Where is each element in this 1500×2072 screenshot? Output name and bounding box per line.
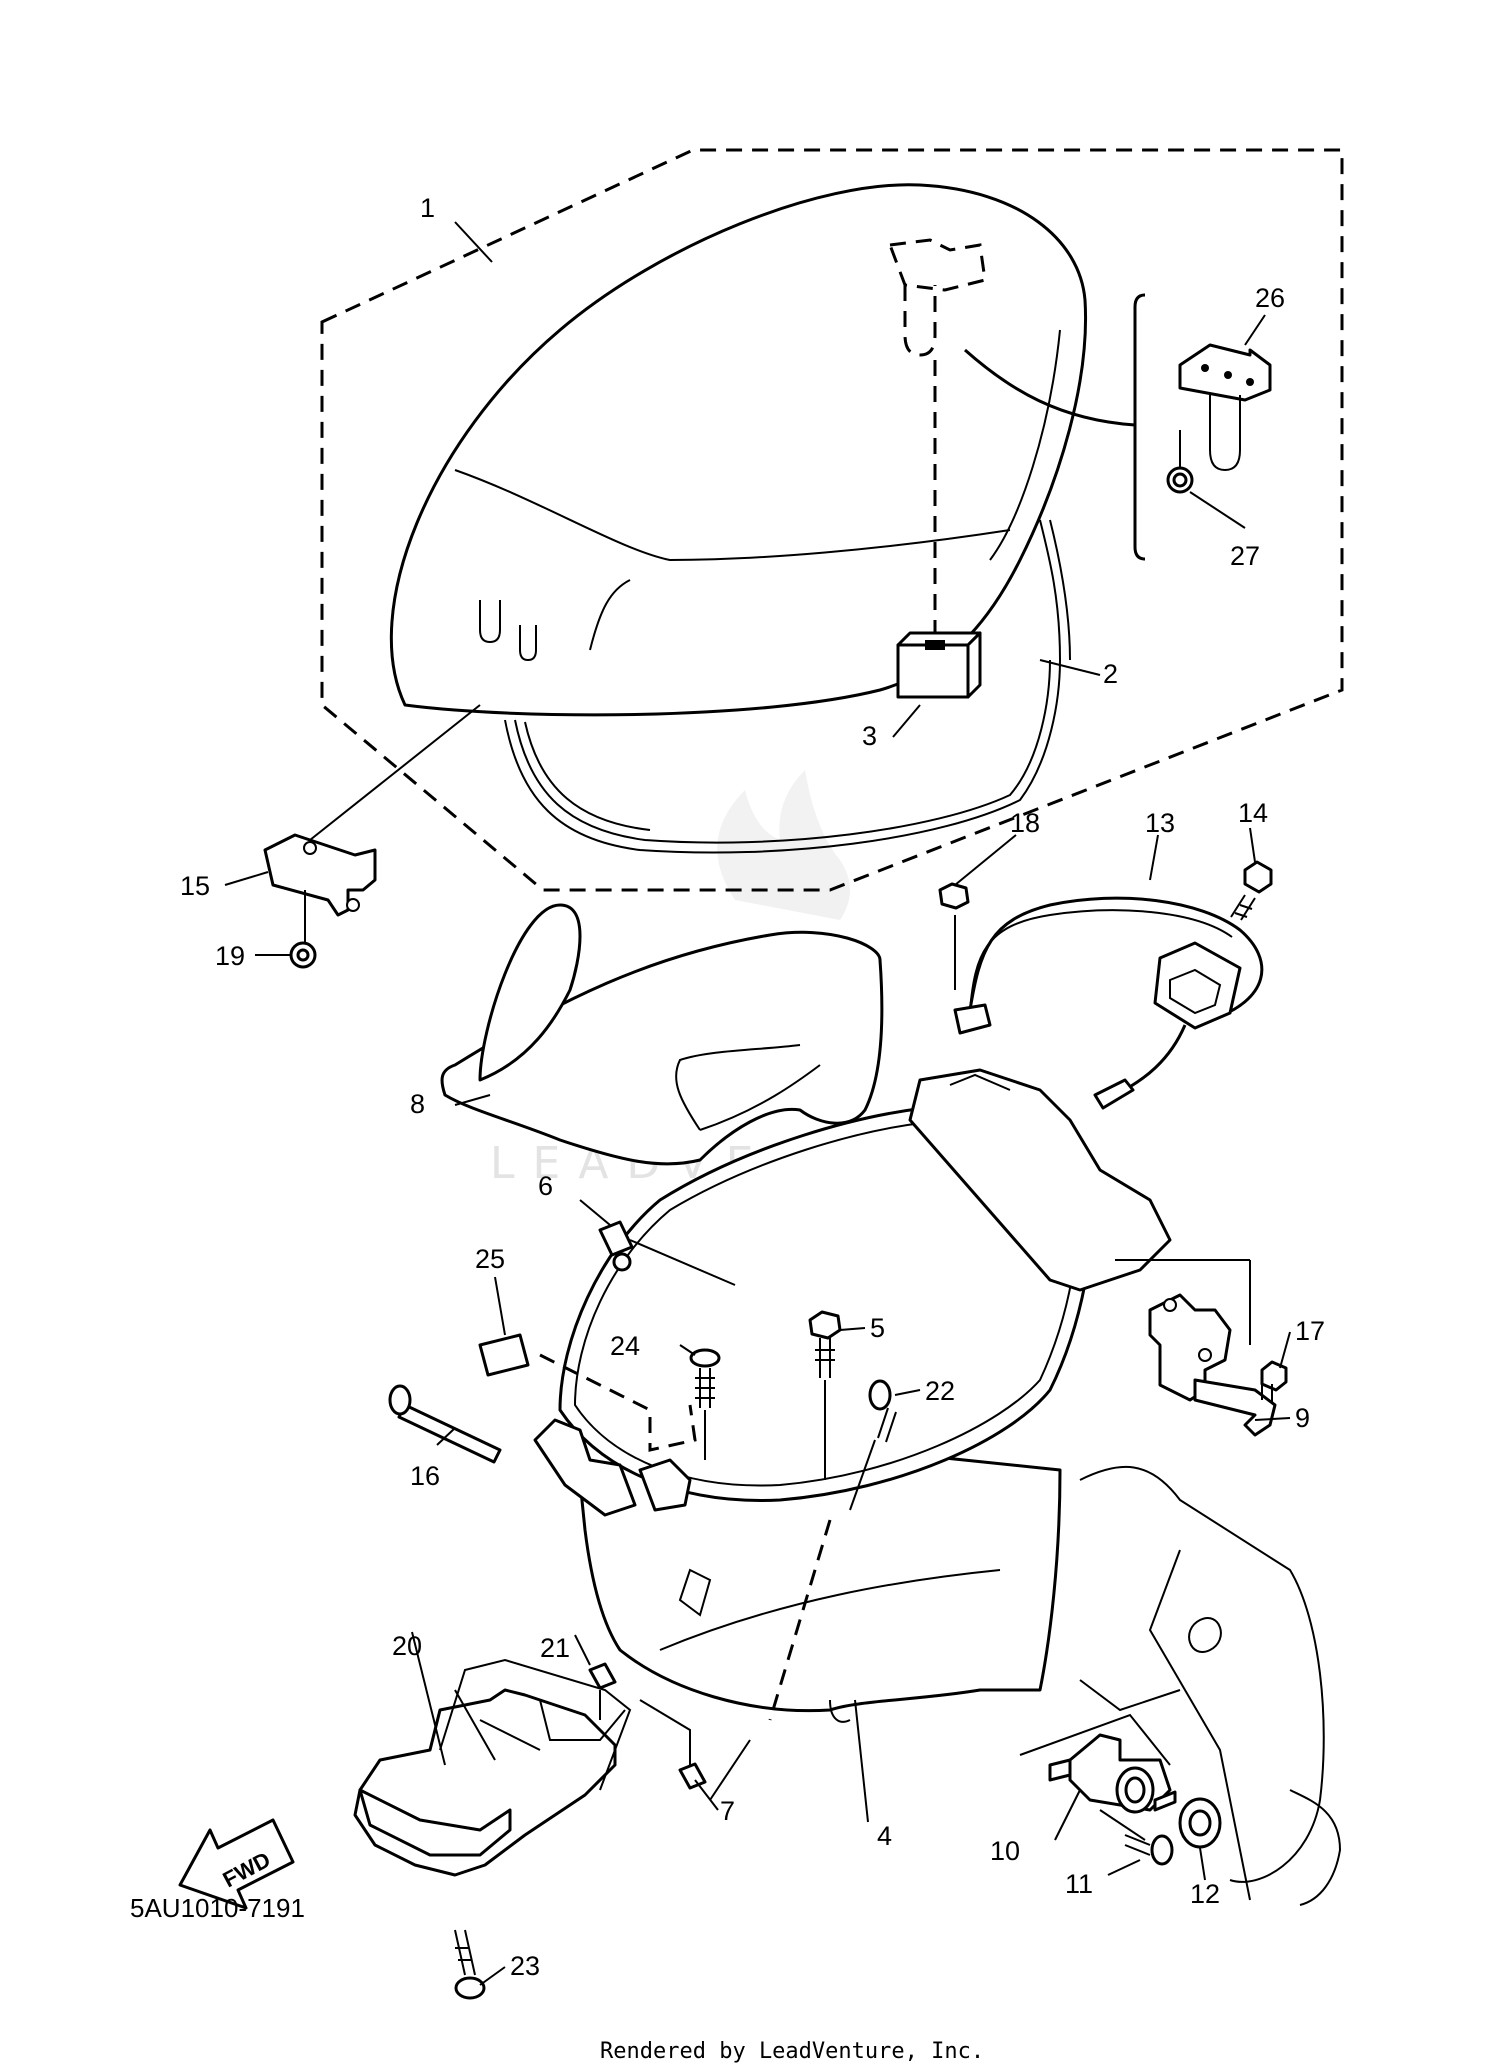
pin-16 xyxy=(388,1384,502,1464)
battery-cover xyxy=(353,1658,632,1877)
pad-leader xyxy=(539,1353,697,1452)
callout-11: 11 xyxy=(1065,1869,1093,1899)
group-bracket xyxy=(1133,293,1146,561)
screw-23 xyxy=(454,1929,486,2000)
seat-lock-bracket xyxy=(1115,1259,1277,1437)
callout-17: 17 xyxy=(1295,1316,1325,1346)
storage-box xyxy=(533,1068,1172,1723)
nut-21 xyxy=(588,1662,617,1720)
bolt-17 xyxy=(1260,1360,1288,1402)
callout-20: 20 xyxy=(392,1631,422,1661)
lock-cylinder xyxy=(1019,1713,1177,1814)
rear-panel xyxy=(1079,1465,1342,1906)
clip-6 xyxy=(598,1220,736,1286)
nut-27 xyxy=(1166,466,1194,494)
callout-14: 14 xyxy=(1238,798,1268,828)
screw-14 xyxy=(1230,860,1273,921)
leader-lines xyxy=(224,221,1291,1986)
nut-18 xyxy=(938,882,970,990)
callout-19: 19 xyxy=(215,941,245,971)
callout-4: 4 xyxy=(877,1821,892,1851)
callout-2: 2 xyxy=(1103,659,1118,689)
callout-15: 15 xyxy=(180,871,210,901)
callout-10: 10 xyxy=(990,1836,1020,1866)
callout-8: 8 xyxy=(410,1089,425,1119)
callout-6: 6 xyxy=(538,1171,553,1201)
seat-assembly-outline xyxy=(320,148,1344,892)
callout-25: 25 xyxy=(475,1244,505,1274)
callout-12: 12 xyxy=(1190,1879,1220,1909)
hinge-bracket xyxy=(1178,343,1272,472)
callout-21: 21 xyxy=(540,1633,570,1663)
seat-hinge xyxy=(263,833,377,917)
callout-24: 24 xyxy=(610,1331,640,1361)
bracket-leader xyxy=(964,348,1136,427)
callout-23: 23 xyxy=(510,1951,540,1981)
screw-24 xyxy=(689,1348,721,1460)
nut-19 xyxy=(289,941,317,969)
callout-22: 22 xyxy=(925,1376,955,1406)
screw-22 xyxy=(849,1379,897,1511)
washer-12 xyxy=(1178,1797,1222,1849)
rubber-pad xyxy=(896,631,982,699)
seat-base xyxy=(504,519,1071,854)
nut-7 xyxy=(639,1699,751,1801)
callout-5: 5 xyxy=(870,1313,885,1343)
lock-cable xyxy=(953,896,1264,1110)
pad-25 xyxy=(478,1333,530,1377)
callout-27: 27 xyxy=(1230,541,1260,571)
callout-26: 26 xyxy=(1255,283,1285,313)
callout-13: 13 xyxy=(1145,808,1175,838)
callout-7: 7 xyxy=(720,1796,735,1826)
callout-3: 3 xyxy=(862,721,877,751)
rendered-by-caption: Rendered by LeadVenture, Inc. xyxy=(600,2039,984,2064)
drawing-code: 5AU1010-7191 xyxy=(130,1893,305,1923)
callout-9: 9 xyxy=(1295,1403,1310,1433)
seat-to-hinge-line xyxy=(309,704,481,841)
callouts: 1 2 3 4 5 6 7 8 9 10 11 12 13 14 15 16 1… xyxy=(180,193,1325,1981)
callout-1: 1 xyxy=(420,193,435,223)
callout-16: 16 xyxy=(410,1461,440,1491)
callout-18: 18 xyxy=(1010,808,1040,838)
inner-cover xyxy=(440,903,884,1166)
screw-11 xyxy=(1099,1809,1174,1866)
seat xyxy=(389,183,1088,717)
bolt-5 xyxy=(808,1310,842,1480)
